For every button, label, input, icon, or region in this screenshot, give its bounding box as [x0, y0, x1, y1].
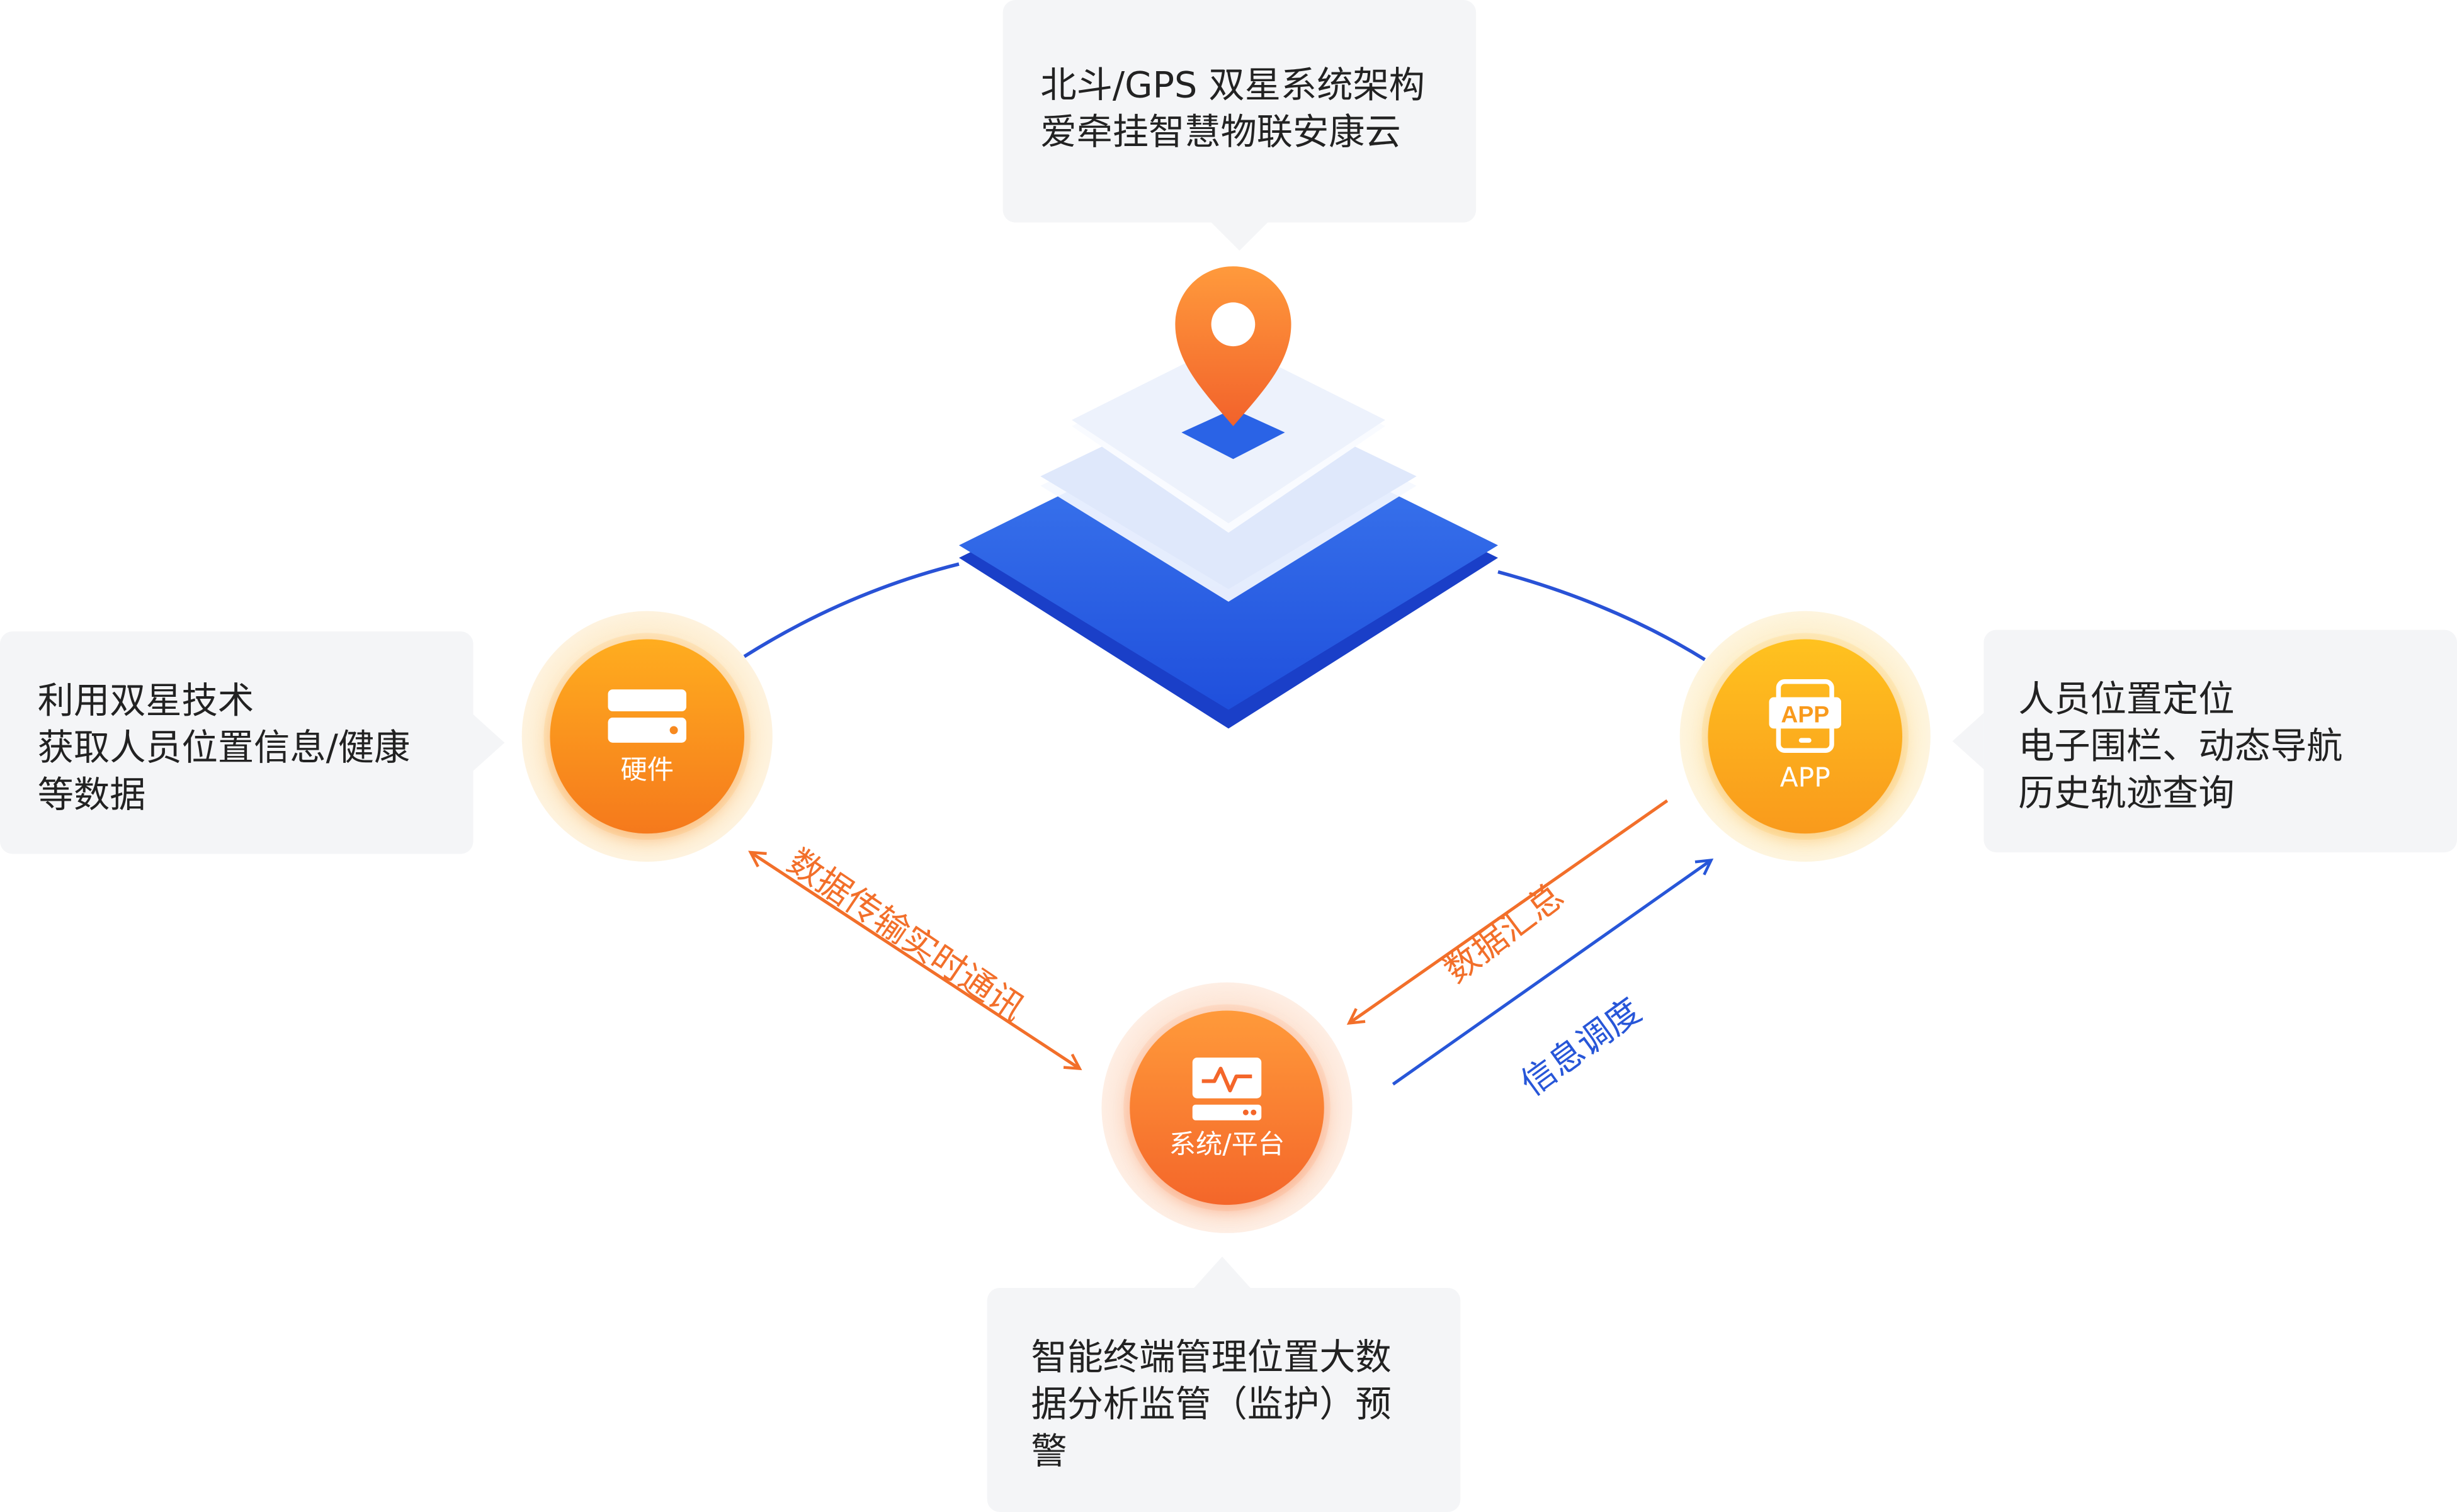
callout-right: 人员位置定位 电子围栏、动态导航 历史轨迹查询	[1952, 629, 2457, 853]
server-icon	[608, 689, 686, 743]
node-platform-circle: 系统/平台	[1130, 1010, 1324, 1205]
location-pin-icon	[1175, 266, 1291, 427]
node-platform: 系统/平台	[1101, 982, 1353, 1233]
callout-right-line-1: 人员位置定位	[2018, 680, 2235, 721]
callout-bottom-line-1: 智能终端管理位置大数	[1031, 1338, 1392, 1379]
connector-arc-left	[743, 562, 960, 658]
callout-right-tail	[1952, 713, 1984, 770]
callout-bottom: 智能终端管理位置大数 据分析监管（监护）预 警	[987, 1256, 1461, 1512]
node-app: APP APP	[1679, 611, 1931, 862]
callout-top-line-1: 北斗/GPS 双星系统架构	[1040, 65, 1425, 107]
callout-left-tail	[473, 714, 505, 771]
callout-left-line-1: 利用双星技术	[37, 681, 254, 723]
flow-arrow-right-lower	[1392, 858, 1714, 1086]
node-hardware: 硬件	[521, 611, 773, 862]
platform-stack-graphic	[958, 341, 1499, 729]
callout-bottom-tail	[1194, 1256, 1251, 1289]
callout-top-line-2: 爱牵挂智慧物联安康云	[1040, 113, 1401, 154]
callout-bottom-line-2: 据分析监管（监护）预	[1031, 1385, 1392, 1426]
app-icon-text: APP	[1781, 701, 1829, 727]
node-app-label: APP	[1779, 763, 1830, 794]
monitor-pulse-icon	[1192, 1058, 1262, 1120]
app-phone-icon: APP	[1769, 679, 1841, 753]
node-hardware-circle: 硬件	[550, 639, 745, 834]
callout-left-line-2: 获取人员位置信息/健康	[37, 728, 411, 770]
callout-left: 利用双星技术 获取人员位置信息/健康 等数据	[0, 631, 505, 854]
callout-left-line-3: 等数据	[37, 776, 146, 816]
callout-right-line-3: 历史轨迹查询	[2018, 774, 2235, 815]
node-platform-label: 系统/平台	[1169, 1129, 1285, 1161]
connector-arc-right	[1497, 570, 1706, 662]
flow-arrow-left	[748, 850, 1082, 1071]
callout-top: 北斗/GPS 双星系统架构 爱牵挂智慧物联安康云	[1002, 0, 1477, 251]
callout-top-tail	[1211, 222, 1268, 251]
node-hardware-label: 硬件	[620, 755, 674, 787]
callout-right-line-2: 电子围栏、动态导航	[2018, 726, 2343, 768]
flow-arrow-right-upper	[1346, 799, 1669, 1025]
callout-bottom-line-3: 警	[1031, 1432, 1067, 1473]
node-app-circle: APP APP	[1708, 639, 1903, 834]
